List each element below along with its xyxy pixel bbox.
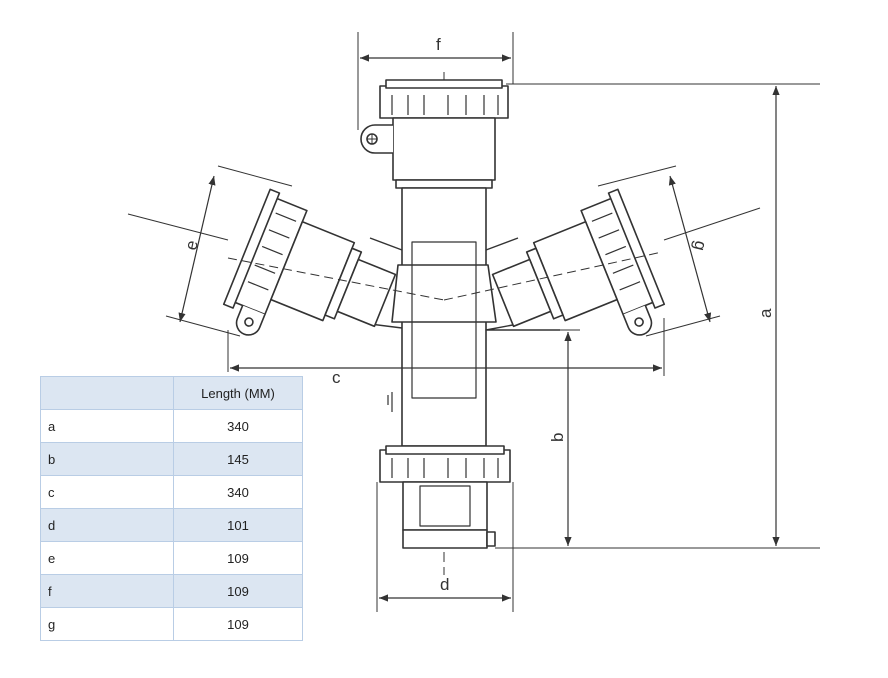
row-key: f [40,574,174,608]
table-header-row: Length (MM) [40,376,303,410]
label-c: c [332,368,341,387]
label-b: b [548,433,567,442]
header-length-cell: Length (MM) [173,376,303,410]
bottom-plug [379,445,511,549]
table-row: b 145 [40,442,303,476]
header-key-cell [40,376,174,410]
row-key: e [40,541,174,575]
row-value: 145 [173,442,303,476]
table-row: f 109 [40,574,303,608]
row-value: 109 [173,541,303,575]
dim-line-e [178,175,216,323]
label-f: f [436,35,441,54]
row-key: b [40,442,174,476]
label-e: e [181,239,202,252]
label-d: d [440,575,449,594]
dim-line-g [668,175,712,323]
row-value: 101 [173,508,303,542]
tee-body [369,187,560,447]
row-key: a [40,409,174,443]
row-value: 340 [173,475,303,509]
left-socket [222,188,397,336]
left-centerline [227,257,445,301]
row-value: 340 [173,409,303,443]
top-socket [360,79,509,189]
row-key: g [40,607,174,641]
right-socket [491,188,666,336]
label-a: a [756,308,775,318]
right-centerline [443,251,663,301]
table-row: g 109 [40,607,303,641]
table-row: e 109 [40,541,303,575]
row-key: d [40,508,174,542]
dimensions-table: Length (MM) a 340 b 145 c 340 d 101 e 10… [40,376,303,641]
row-key: c [40,475,174,509]
table-row: c 340 [40,475,303,509]
row-value: 109 [173,607,303,641]
label-g: g [690,239,711,253]
table-row: d 101 [40,508,303,542]
table-row: a 340 [40,409,303,443]
row-value: 109 [173,574,303,608]
